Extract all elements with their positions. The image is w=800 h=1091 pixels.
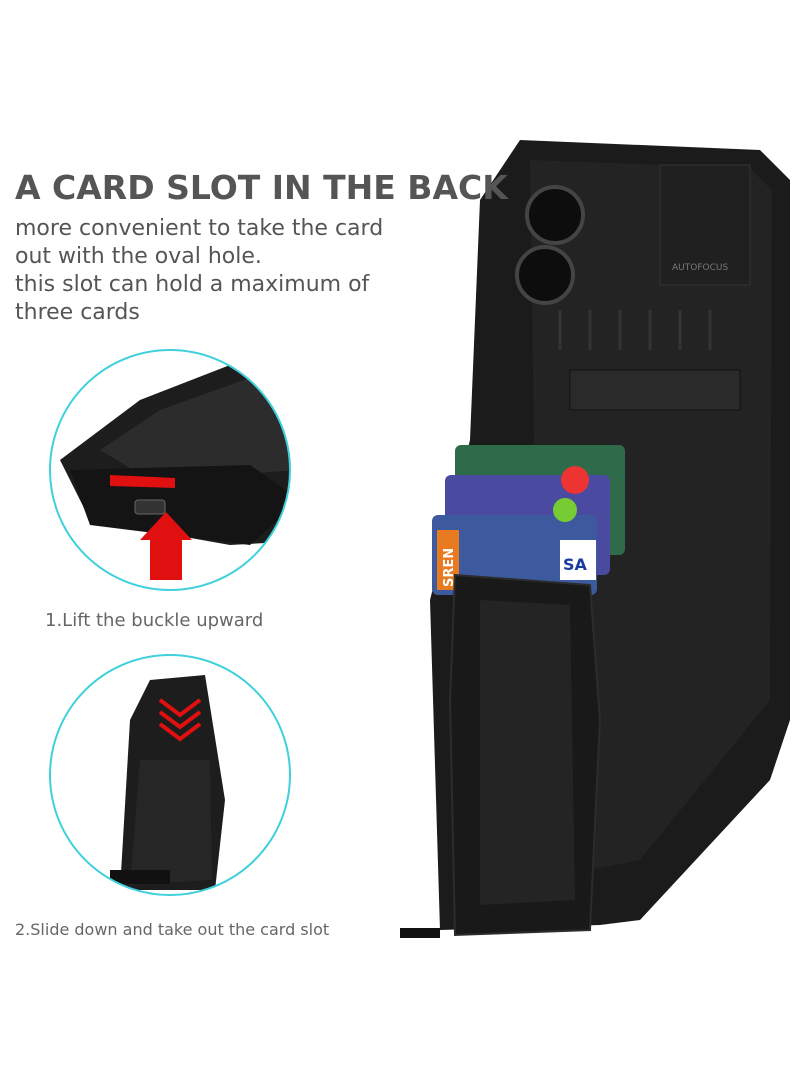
description-line: three cards <box>15 300 140 325</box>
camera-lens-icon <box>525 185 585 245</box>
detail-circle-lift-buckle <box>49 349 291 591</box>
cards: SA SREN <box>432 445 625 595</box>
step-2-caption: 2.Slide down and take out the card slot <box>15 920 330 939</box>
description-line: more convenient to take the card <box>15 216 384 241</box>
description-line: this slot can hold a maximum of <box>15 272 370 297</box>
autofocus-marking: AUTOFOCUS <box>672 263 728 273</box>
arrow-up-icon <box>140 512 192 580</box>
card <box>432 515 597 595</box>
chevron-down-icon <box>158 698 202 742</box>
detail-circle-slide-down <box>49 654 291 896</box>
card-text-sren: SREN <box>442 548 457 587</box>
description: more convenient to take the card out wit… <box>15 215 435 327</box>
camera-lens-icon <box>515 245 575 305</box>
description-line: out with the oval hole. <box>15 244 262 269</box>
phone-case: AUTOFOCUS SA SREN <box>400 140 790 938</box>
card-text-visa: SA <box>563 555 588 574</box>
page-title: A CARD SLOT IN THE BACK <box>15 168 508 207</box>
step-1-caption: 1.Lift the buckle upward <box>45 610 264 631</box>
